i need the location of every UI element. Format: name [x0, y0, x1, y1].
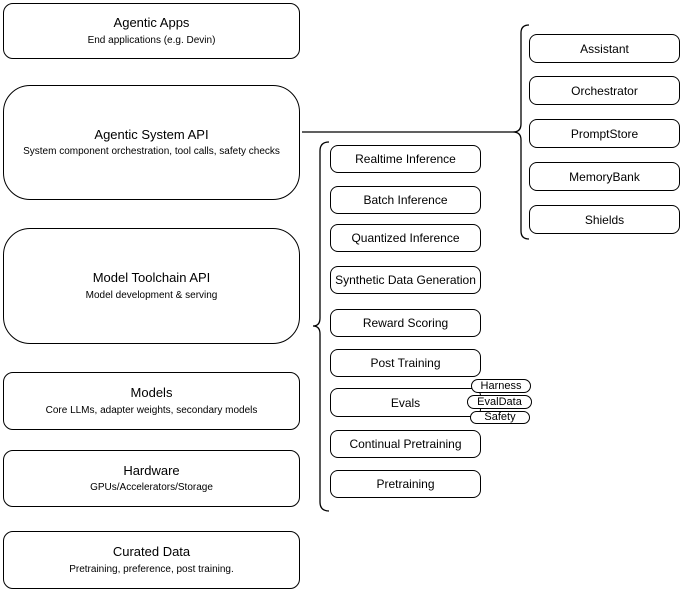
service-box-synthetic-data-generation: Synthetic Data Generation: [330, 266, 481, 294]
service-label: Pretraining: [376, 477, 435, 491]
layer-subtitle: End applications (e.g. Devin): [87, 34, 216, 46]
component-box-orchestrator: Orchestrator: [529, 76, 680, 105]
component-label: Assistant: [580, 41, 629, 56]
eval-tag-label: Safety: [484, 411, 516, 423]
eval-tag-safety: Safety: [470, 411, 530, 424]
layer-title: Curated Data: [112, 544, 191, 560]
layer-box-hardware: Hardware GPUs/Accelerators/Storage: [3, 450, 300, 507]
layer-subtitle: Core LLMs, adapter weights, secondary mo…: [45, 404, 258, 416]
service-box-pretraining: Pretraining: [330, 470, 481, 498]
service-label: Batch Inference: [363, 193, 448, 207]
layer-title: Agentic Apps: [113, 15, 190, 31]
service-box-realtime-inference: Realtime Inference: [330, 145, 481, 173]
layer-subtitle: Model development & serving: [85, 289, 218, 301]
service-label: Continual Pretraining: [349, 437, 462, 451]
layer-box-agentic-apps: Agentic Apps End applications (e.g. Devi…: [3, 3, 300, 59]
service-box-continual-pretraining: Continual Pretraining: [330, 430, 481, 458]
service-box-batch-inference: Batch Inference: [330, 186, 481, 214]
layer-box-agentic-system-api: Agentic System API System component orch…: [3, 85, 300, 200]
layer-box-models: Models Core LLMs, adapter weights, secon…: [3, 372, 300, 430]
service-box-evals: Evals: [330, 388, 481, 417]
component-box-shields: Shields: [529, 205, 680, 234]
layer-title: Agentic System API: [94, 126, 209, 142]
eval-tag-evaldata: EvalData: [467, 395, 532, 409]
eval-tag-harness: Harness: [471, 379, 531, 393]
component-box-assistant: Assistant: [529, 34, 680, 63]
service-label: Realtime Inference: [355, 152, 456, 166]
component-label: Shields: [584, 212, 625, 227]
component-label: Orchestrator: [571, 83, 638, 98]
eval-tag-label: Harness: [480, 379, 522, 392]
component-label: PromptStore: [570, 126, 639, 141]
service-label: Reward Scoring: [362, 316, 449, 330]
service-box-post-training: Post Training: [330, 349, 481, 377]
layer-title: Models: [130, 385, 173, 401]
layer-title: Hardware: [123, 462, 180, 478]
component-label: MemoryBank: [569, 169, 640, 184]
component-box-memorybank: MemoryBank: [529, 162, 680, 191]
layer-box-model-toolchain-api: Model Toolchain API Model development & …: [3, 228, 300, 344]
service-box-quantized-inference: Quantized Inference: [330, 224, 481, 252]
layer-box-curated-data: Curated Data Pretraining, preference, po…: [3, 531, 300, 589]
layer-subtitle: System component orchestration, tool cal…: [23, 146, 280, 158]
layer-subtitle: GPUs/Accelerators/Storage: [90, 482, 213, 494]
toolchain-brace: [312, 141, 330, 512]
service-box-reward-scoring: Reward Scoring: [330, 309, 481, 337]
service-label: Post Training: [370, 356, 441, 370]
service-label: Evals: [390, 395, 421, 410]
layer-title: Model Toolchain API: [92, 270, 211, 286]
layer-subtitle: Pretraining, preference, post training.: [69, 563, 234, 575]
eval-tag-label: EvalData: [477, 395, 522, 408]
service-label: Synthetic Data Generation: [335, 273, 476, 287]
system-components-brace: [512, 24, 530, 240]
component-box-promptstore: PromptStore: [529, 119, 680, 148]
service-label: Quantized Inference: [351, 231, 460, 245]
